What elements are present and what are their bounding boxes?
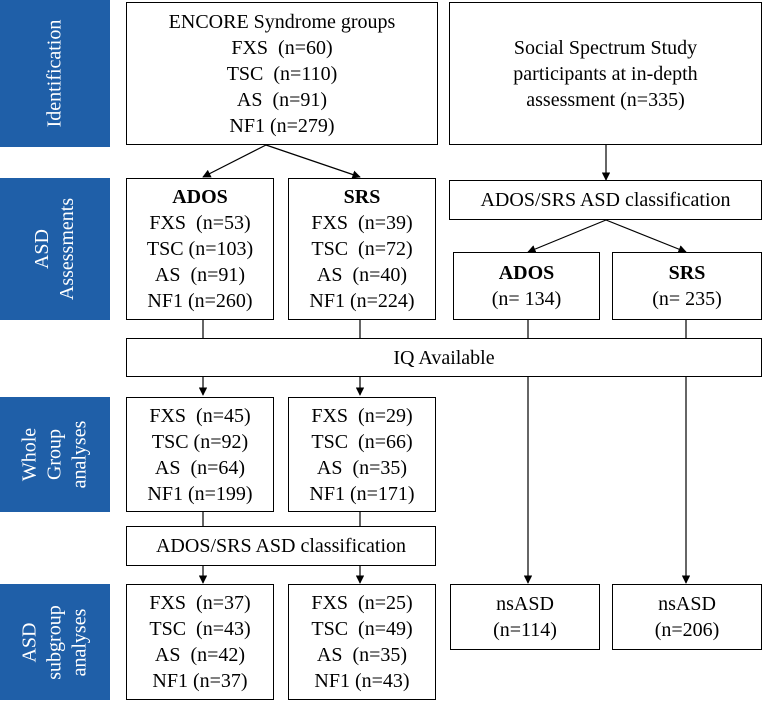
side-label-text: Identification [43, 19, 66, 128]
social-line: assessment (n=335) [526, 88, 685, 111]
encore-line: AS (n=91) [236, 88, 328, 111]
sub-srs-line: FXS (n=25) [311, 592, 413, 614]
side-label-text: ASD [18, 621, 41, 663]
whole-srs-line: TSC (n=66) [311, 430, 413, 453]
whole-srs-line: NF1 (n=171) [309, 482, 415, 505]
whole-group-ados-box: FXS (n=45) TSC (n=92) AS (n=64) NF1 (n=1… [126, 397, 274, 512]
classification-label-bottom: ADOS/SRS ASD classification [155, 535, 407, 557]
ados-assessment-box: ADOS FXS (n=53) TSC (n=103) AS (n=91) NF… [126, 178, 274, 320]
subgroup-srs-box: FXS (n=25) TSC (n=49) AS (n=35) NF1 (n=4… [288, 584, 436, 700]
arrow-encore-to-srs [265, 144, 361, 179]
nsasd-srs-box: nsASD (n=206) [612, 584, 762, 650]
ados-title: ADOS [172, 186, 228, 208]
side-label-text: ASD [30, 228, 53, 270]
encore-line: NF1 (n=279) [229, 114, 335, 137]
side-label-text: Assessments [55, 197, 78, 301]
sub-ados-line: TSC (n=43) [149, 618, 251, 640]
srs-line: NF1 (n=224) [309, 290, 415, 312]
nsasd-ados-line: nsASD [496, 593, 554, 615]
whole-srs-line: AS (n=35) [316, 456, 408, 479]
sub-ados-line: NF1 (n=37) [152, 670, 248, 692]
whole-srs-line: FXS (n=29) [311, 404, 413, 427]
encore-syndrome-groups-box: ENCORE Syndrome groups FXS (n=60) TSC (n… [126, 2, 438, 145]
arrow-encore-to-ados [202, 144, 267, 178]
encore-title: ENCORE Syndrome groups [168, 10, 396, 33]
social-srs-box: SRS (n= 235) [612, 252, 762, 320]
sub-srs-line: TSC (n=49) [311, 618, 413, 640]
srs-line: TSC (n=72) [311, 238, 413, 260]
sub-ados-line: AS (n=42) [154, 644, 246, 666]
sub-ados-line: FXS (n=37) [149, 592, 251, 614]
social-line: Social Spectrum Study [513, 36, 698, 59]
side-label-text: Whole [18, 427, 41, 482]
arrow-class-to-srs [605, 219, 687, 254]
ados-line: FXS (n=53) [149, 212, 251, 234]
side-label-text: Group [43, 428, 66, 481]
whole-ados-line: FXS (n=45) [149, 404, 251, 427]
encore-line: TSC (n=110) [226, 62, 338, 85]
nsasd-ados-line: (n=114) [493, 619, 557, 641]
whole-ados-line: TSC (n=92) [151, 430, 249, 453]
side-label-text: analyses [68, 608, 91, 676]
social-spectrum-box: Social Spectrum Study participants at in… [449, 2, 762, 145]
sub-srs-line: NF1 (n=43) [314, 670, 410, 692]
social-srs-count: (n= 235) [652, 288, 722, 310]
ados-line: TSC (n=103) [146, 238, 254, 260]
social-ados-count: (n= 134) [491, 288, 562, 310]
whole-ados-line: AS (n=64) [154, 456, 246, 479]
srs-title: SRS [343, 186, 381, 208]
subgroup-ados-box: FXS (n=37) TSC (n=43) AS (n=42) NF1 (n=3… [126, 584, 274, 700]
ados-line: AS (n=91) [154, 264, 246, 286]
side-label-text: subgroup [43, 604, 66, 680]
arrow-class-to-ados [527, 219, 607, 254]
sub-srs-line: AS (n=35) [316, 644, 408, 666]
whole-ados-line: NF1 (n=199) [147, 482, 253, 505]
social-ados-box: ADOS (n= 134) [453, 252, 600, 320]
classification-box-top: ADOS/SRS ASD classification [449, 180, 762, 220]
nsasd-ados-box: nsASD (n=114) [450, 584, 600, 650]
side-label-text: analyses [68, 420, 91, 489]
srs-line: FXS (n=39) [311, 212, 413, 234]
social-srs-title: SRS [668, 262, 706, 284]
classification-box-bottom: ADOS/SRS ASD classification [126, 526, 436, 566]
srs-line: AS (n=40) [316, 264, 408, 286]
nsasd-srs-line: nsASD [658, 593, 716, 615]
classification-label-top: ADOS/SRS ASD classification [480, 189, 731, 211]
srs-assessment-box: SRS FXS (n=39) TSC (n=72) AS (n=40) NF1 … [288, 178, 436, 320]
social-line: participants at in-depth [513, 62, 698, 85]
encore-line: FXS (n=60) [231, 36, 333, 59]
whole-group-srs-box: FXS (n=29) TSC (n=66) AS (n=35) NF1 (n=1… [288, 397, 436, 512]
social-ados-title: ADOS [498, 262, 555, 284]
side-label-identification: Identification [0, 0, 110, 147]
ados-line: NF1 (n=260) [147, 290, 253, 312]
iq-available-box: IQ Available [126, 338, 762, 377]
nsasd-srs-line: (n=206) [654, 619, 720, 641]
iq-available-label: IQ Available [393, 346, 495, 369]
